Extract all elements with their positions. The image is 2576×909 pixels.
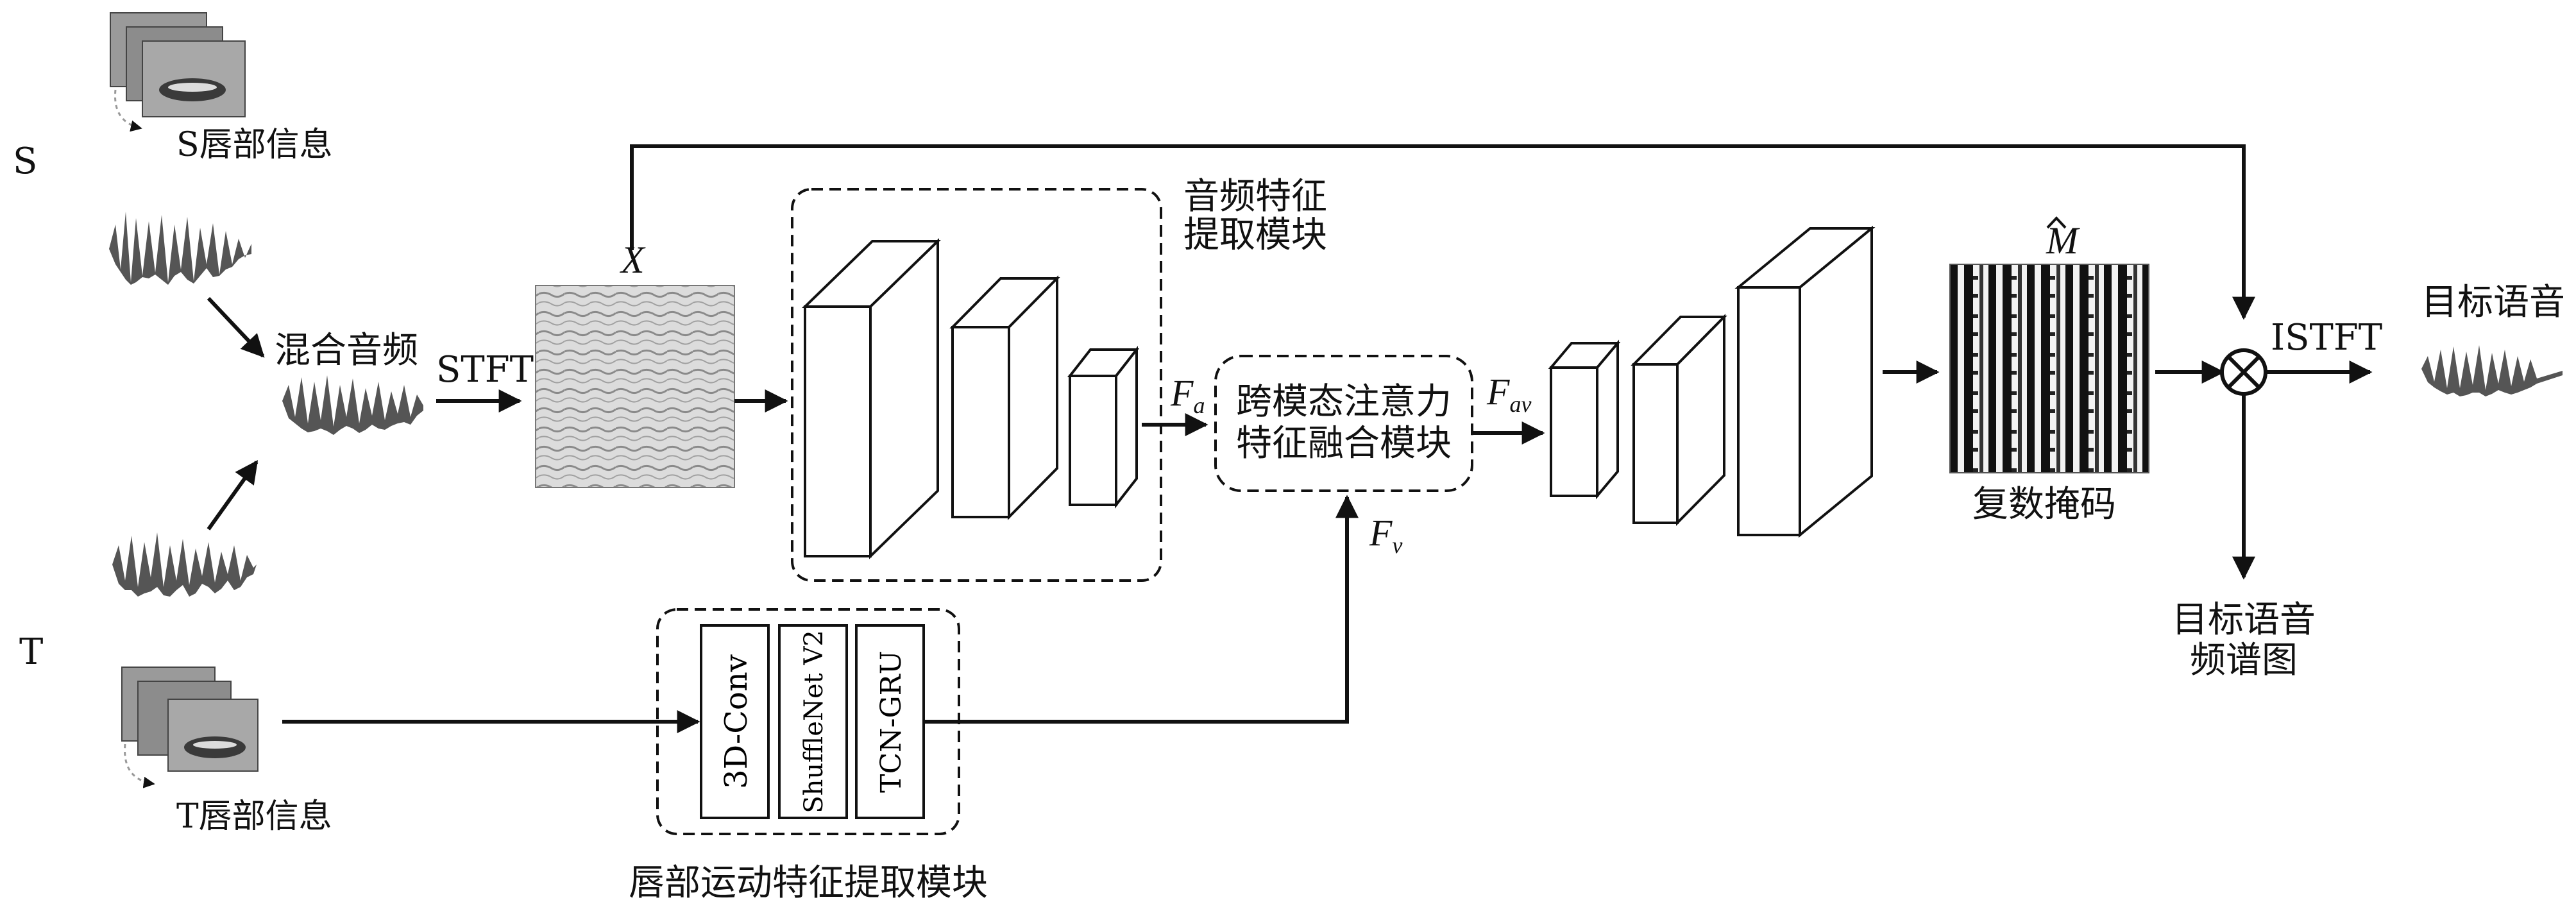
- mask-hat: [2046, 216, 2067, 229]
- fav-label: Fav: [1486, 371, 1531, 417]
- target-speech-label: 目标语音: [2421, 282, 2565, 323]
- target-spectrogram-line2: 频谱图: [2190, 640, 2298, 681]
- target-spectrogram-line1: 目标语音: [2172, 599, 2316, 641]
- fusion-module-box: [1214, 355, 1473, 492]
- stft-label: STFT: [436, 349, 534, 391]
- t-to-mix-arrow: [207, 460, 258, 531]
- lip-block-tcngru: [855, 624, 925, 819]
- speaker-s-waveform: [109, 212, 251, 285]
- audio-encoder-layers: [802, 238, 1140, 559]
- lip-block-tcngru-label: TCN-GRU: [875, 650, 908, 793]
- skip-connection-arrow: [630, 144, 2255, 320]
- lip-block-3dconv: [700, 624, 770, 819]
- speaker-s-letter: S: [13, 140, 37, 182]
- lip-block-shufflenet-label: ShuffleNet V2: [799, 630, 829, 813]
- decoder-layers: [1548, 225, 1876, 538]
- mixed-audio-waveform: [282, 375, 423, 435]
- audio-feature-module-line2: 提取模块: [1183, 214, 1327, 256]
- complex-mask-image: [1949, 264, 2149, 473]
- multiply-operator: [2220, 348, 2267, 396]
- mixed-audio-label: 混合音频: [275, 330, 418, 371]
- speaker-s-lip-label: S唇部信息: [176, 126, 333, 164]
- audio-feature-module-box: [791, 188, 1162, 582]
- speaker-t-lip-frames: [121, 667, 258, 788]
- lip-block-shufflenet: [778, 624, 848, 819]
- speaker-t-waveform: [112, 532, 257, 597]
- speaker-t-lip-label: T唇部信息: [176, 797, 332, 836]
- lip-module-title: 唇部运动特征提取模块: [629, 862, 988, 904]
- fusion-module-line2: 特征融合模块: [1236, 423, 1452, 464]
- target-speech-waveform: [2421, 345, 2563, 396]
- fv-label: Fv: [1369, 512, 1402, 558]
- fa-label: Fa: [1170, 372, 1205, 418]
- audio-feature-module-line1: 音频特征: [1183, 176, 1327, 217]
- fusion-module-line1: 跨模态注意力: [1236, 381, 1452, 423]
- speaker-s-lip-frames: [110, 12, 246, 132]
- lip-block-3dconv-label: 3D-Conv: [718, 654, 754, 789]
- fv-arrow: [924, 495, 1359, 724]
- istft-label: ISTFT: [2271, 317, 2382, 359]
- mixture-spectrogram: [535, 285, 735, 488]
- s-to-mix-arrow: [207, 296, 265, 358]
- complex-mask-label: 复数掩码: [1972, 484, 2116, 525]
- speaker-t-letter: T: [19, 631, 43, 673]
